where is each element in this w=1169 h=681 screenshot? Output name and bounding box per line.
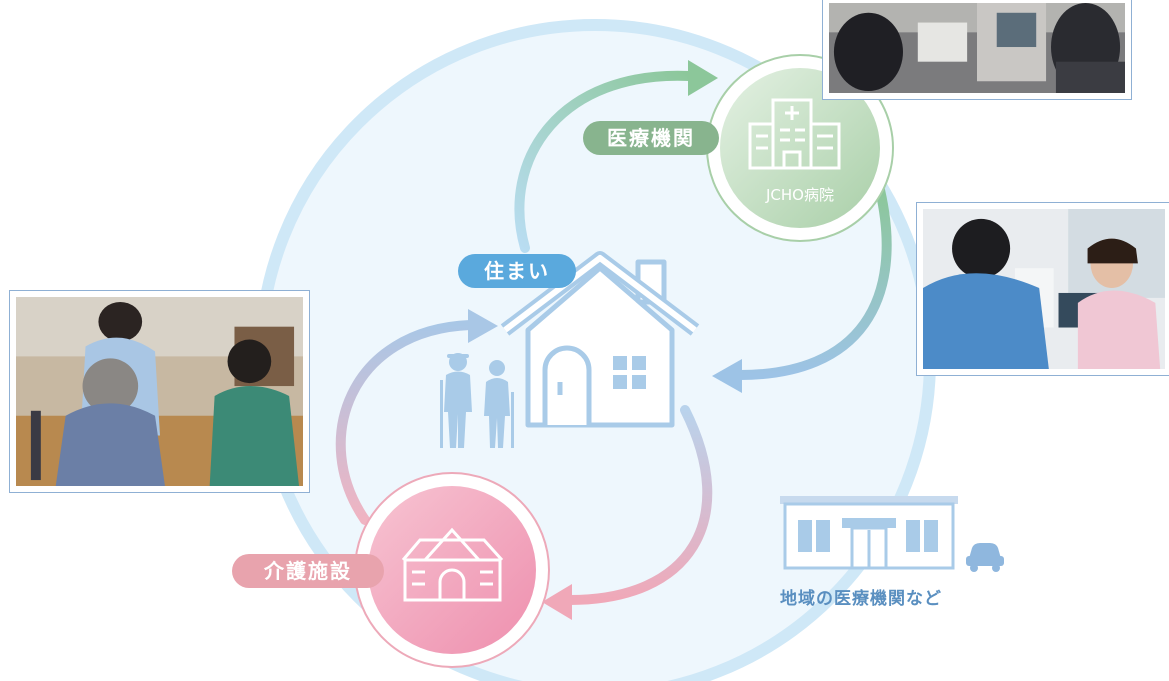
house-window <box>613 356 646 389</box>
arrow-head-home-left <box>468 309 498 343</box>
arrow-care-to-home <box>335 320 475 525</box>
hospital-icon <box>748 98 841 170</box>
local-medical-label: 地域の医療機関など <box>780 589 942 609</box>
arrow-head-hospital <box>688 60 718 96</box>
arrow-hospital-to-home <box>735 185 892 380</box>
car-icon <box>966 543 1004 572</box>
elderly-couple-icon <box>440 353 514 448</box>
arrow-head-care <box>542 584 572 620</box>
arrow-head-home-right <box>712 359 742 393</box>
photo-consultation <box>916 202 1169 376</box>
arrow-home-to-care <box>565 405 713 605</box>
care-facility-icon <box>401 527 504 602</box>
care-facility-label: 介護施設 <box>232 554 384 588</box>
arrow-home-to-hospital <box>514 70 695 253</box>
medical-institution-label: 医療機関 <box>583 121 719 155</box>
hospital-circle <box>720 68 880 228</box>
home-label: 住まい <box>458 254 576 288</box>
clinic-icon <box>780 496 958 570</box>
jcho-hospital-label: JCHO病院 <box>766 186 834 204</box>
photo-medical-staff <box>822 0 1132 100</box>
photo-care-staff <box>9 290 310 493</box>
